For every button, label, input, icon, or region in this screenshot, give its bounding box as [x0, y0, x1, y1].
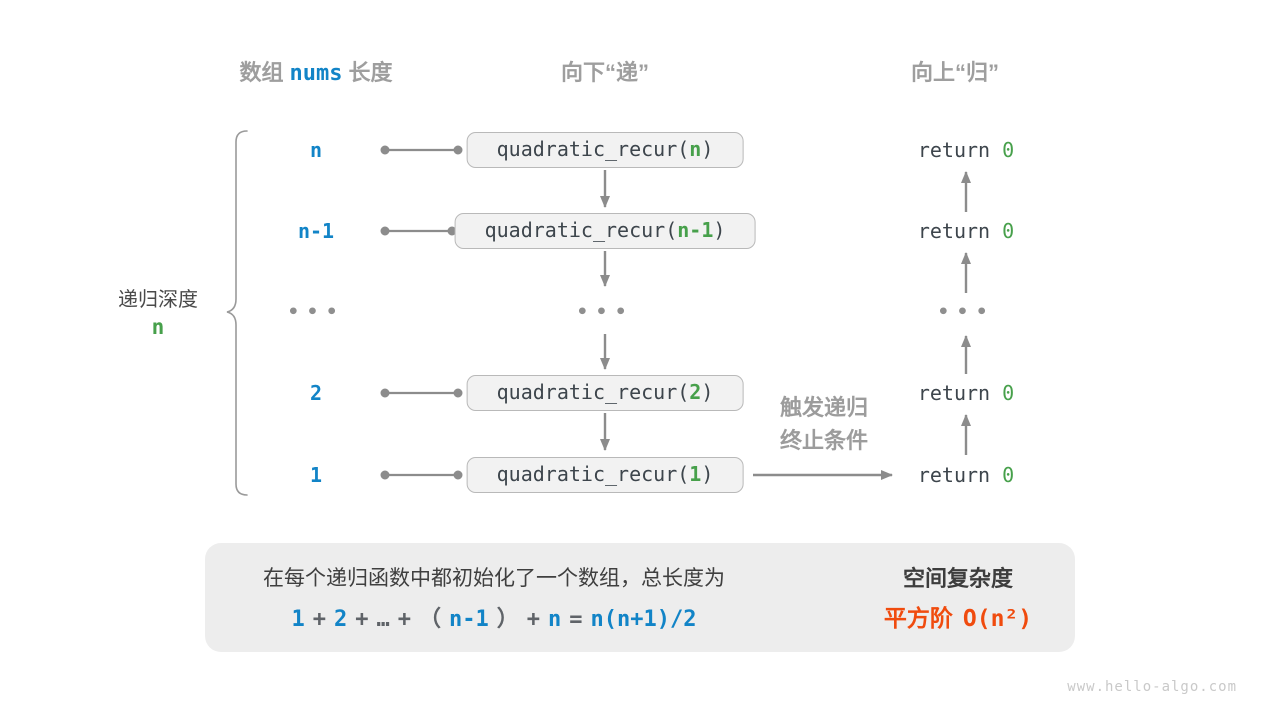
header-text: 数组 [239, 60, 284, 85]
formula-token: + [397, 607, 411, 632]
return-keyword: return [917, 138, 991, 162]
call-suffix: ) [701, 137, 714, 161]
header-text: 长度 [348, 60, 393, 85]
return-value: 0 [1002, 381, 1015, 405]
return-keyword: return [917, 381, 991, 405]
return-value: 0 [1002, 463, 1015, 487]
call-prefix: quadratic_recur( [484, 218, 678, 242]
return-value: 0 [1002, 219, 1015, 243]
ellipsis: ••• [937, 301, 995, 323]
return-statement: return 0 [866, 379, 1066, 407]
formula-token: + [312, 607, 326, 632]
complexity-notation: O(n²) [962, 606, 1033, 632]
space-formula: 1 +2 + … + （ n-1 ） + n = n(n+1)/2 [228, 601, 760, 633]
call-prefix: quadratic_recur( [496, 137, 690, 161]
space-complexity-title: 空间复杂度 [902, 566, 1013, 591]
watermark: www.hello-algo.com [1067, 679, 1237, 695]
formula-token: 2 [334, 607, 348, 632]
return-statement: return 0 [866, 217, 1066, 245]
space-complexity-result: 平方阶 O(n²) [838, 599, 1078, 633]
depth-value-n: n [151, 315, 165, 339]
call-arg: n [689, 137, 702, 161]
return-value: 0 [1002, 138, 1015, 162]
call-suffix: ) [701, 462, 714, 486]
formula-token: 1 [291, 607, 305, 632]
return-statement: return 0 [866, 136, 1066, 164]
ellipsis: ••• [576, 301, 634, 323]
call-box: quadratic_recur(2) [466, 375, 744, 411]
formula-token: = [569, 607, 583, 632]
summary-panel [205, 543, 1075, 652]
column-header-return-up: 向上“归” [910, 60, 999, 85]
call-suffix: ) [713, 218, 726, 242]
return-keyword: return [917, 463, 991, 487]
return-keyword: return [917, 219, 991, 243]
formula-token: + [355, 607, 369, 632]
base-case-annotation-line1: 触发递归 [779, 395, 868, 420]
call-box: quadratic_recur(1) [466, 457, 744, 493]
formula-token: n [548, 607, 562, 632]
formula-token: n-1 [449, 607, 489, 632]
array-length-value: 2 [309, 381, 323, 405]
call-suffix: ) [701, 380, 714, 404]
array-length-value: 1 [309, 463, 323, 487]
header-code-nums: nums [289, 61, 343, 86]
base-case-annotation-line2: 终止条件 [779, 428, 868, 453]
call-arg: 1 [689, 462, 702, 486]
formula-token: … [376, 607, 390, 632]
array-length-value: n-1 [297, 219, 335, 243]
formula-token: （ [419, 607, 442, 632]
formula-token: n(n+1)/2 [590, 607, 697, 632]
call-box: quadratic_recur(n) [466, 132, 744, 168]
column-header-recurse-down: 向下“递” [560, 60, 649, 85]
call-prefix: quadratic_recur( [496, 462, 690, 486]
summary-text: 在每个递归函数中都初始化了一个数组，总长度为 [263, 567, 725, 590]
complexity-class: 平方阶 [883, 605, 953, 631]
array-length-value: n [309, 138, 323, 162]
ellipsis: ••• [287, 301, 345, 323]
call-arg: n-1 [677, 218, 714, 242]
call-box: quadratic_recur(n-1) [454, 213, 756, 249]
formula-token: + [526, 607, 541, 632]
depth-label: 递归深度 [118, 289, 198, 311]
call-prefix: quadratic_recur( [496, 380, 690, 404]
formula-token: ） [496, 607, 519, 632]
call-arg: 2 [689, 380, 702, 404]
return-statement: return 0 [866, 461, 1066, 489]
